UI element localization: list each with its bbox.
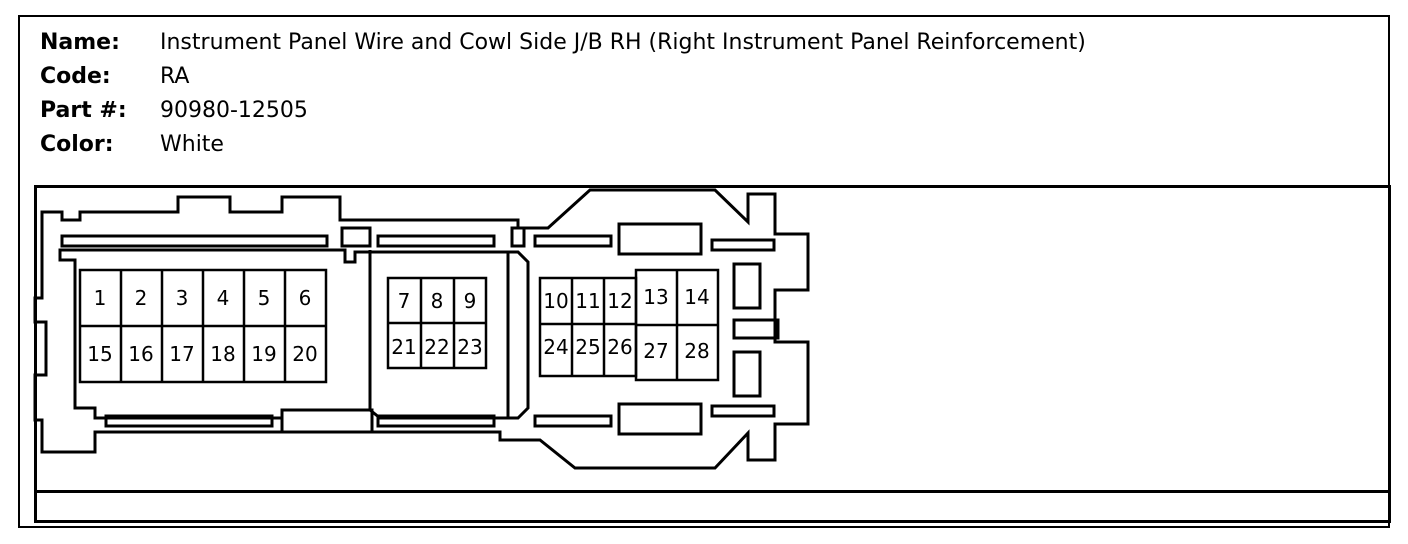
pin-9: 9 [464,289,477,313]
pin-8: 8 [431,289,444,313]
pin-group-b [386,276,488,370]
pin-10: 10 [543,289,568,313]
connector-info-panel: Name: Instrument Panel Wire and Cowl Sid… [18,15,1391,528]
bottom-strip [37,490,1388,493]
pin-13: 13 [643,285,668,309]
pin-25: 25 [575,335,600,359]
lock-tab-middle [732,318,780,340]
pin-18: 18 [210,342,235,366]
pin-4: 4 [217,286,230,310]
pin-22: 22 [424,335,449,359]
pin-3: 3 [176,286,189,310]
pin-7: 7 [398,289,411,313]
pin-14: 14 [684,285,709,309]
latch-rail-top-left [60,234,329,248]
name-label: Name: [40,30,120,55]
pin-2: 2 [135,286,148,310]
latch-rail-bottom-far [710,404,776,418]
pin-19: 19 [251,342,276,366]
connector-diagram-area [34,185,1391,523]
connector-housing-outline [33,188,810,470]
latch-rail-top-far [710,238,776,252]
pin-17: 17 [169,342,194,366]
part-label: Part #: [40,98,127,123]
pin-24: 24 [543,335,568,359]
pin-12: 12 [607,289,632,313]
code-value: RA [160,64,190,89]
pin-group-a [78,268,328,384]
part-value: 90980-12505 [160,98,308,123]
latch-block-bottom-right [617,402,703,436]
pin-5: 5 [258,286,271,310]
latch-rail-bottom-left [104,414,274,428]
pin-11: 11 [575,289,600,313]
pin-15: 15 [87,342,112,366]
pin-16: 16 [128,342,153,366]
code-label: Code: [40,64,111,89]
pin-23: 23 [457,335,482,359]
lock-tab-upper [732,262,762,310]
latch-rail-bottom-center [376,414,496,428]
latch-stub-top [510,226,526,248]
latch-rail-top-center [376,234,496,248]
latch-block-top-right [617,222,703,256]
latch-block-top [340,226,372,248]
lock-tab-lower [732,350,762,398]
pin-group-c [538,268,720,382]
latch-rail-bottom-right [533,414,613,428]
pin-1: 1 [94,286,107,310]
pin-21: 21 [391,335,416,359]
color-label: Color: [40,132,114,157]
color-value: White [160,132,224,157]
pin-27: 27 [643,339,668,363]
name-value: Instrument Panel Wire and Cowl Side J/B … [160,30,1086,55]
connector-cavity-outline [58,248,530,420]
latch-rail-top-right [533,234,613,248]
latch-block-bottom [280,408,374,434]
pin-26: 26 [607,335,632,359]
pin-6: 6 [299,286,312,310]
pin-28: 28 [684,339,709,363]
pin-20: 20 [292,342,317,366]
